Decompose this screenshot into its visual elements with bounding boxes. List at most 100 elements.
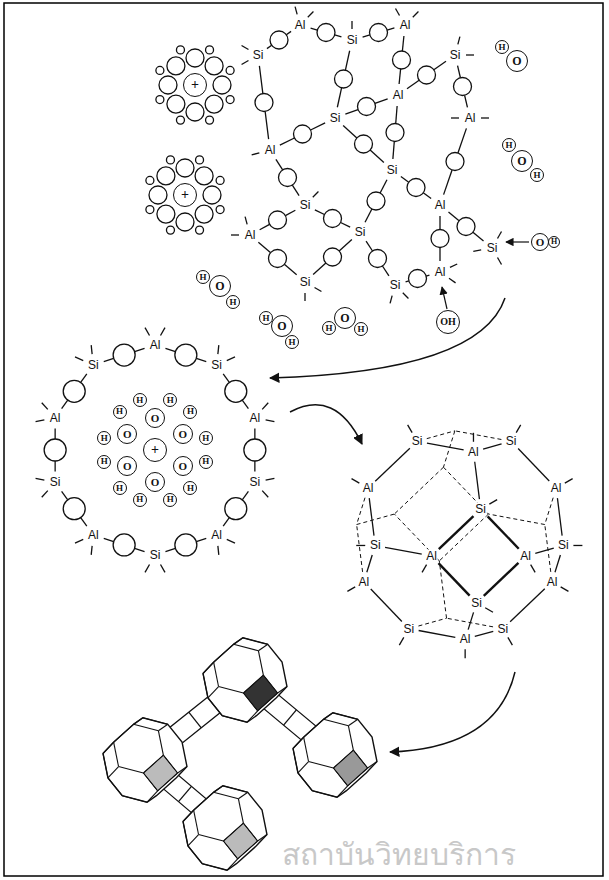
cage-edge (238, 799, 243, 823)
cage-edge (178, 767, 187, 774)
bridging-oxygen (407, 179, 425, 197)
atom-symbol: H (101, 434, 108, 443)
hidden-edge (427, 431, 455, 439)
bond-line (434, 61, 446, 70)
atom-circle: OH (436, 310, 460, 334)
atom-circle: O (209, 275, 231, 297)
atom-label: Al (392, 89, 405, 102)
atom-symbol: H (136, 495, 143, 504)
bond-stub (161, 328, 166, 336)
water-shell (205, 95, 223, 113)
atom-circle: H (495, 40, 509, 54)
cage-edge (114, 724, 134, 742)
bond-line (458, 66, 461, 78)
atom-symbol: H (325, 324, 332, 333)
atom-label: Al (434, 199, 447, 212)
step-arrow (290, 405, 362, 444)
bridging-oxygen (369, 250, 387, 268)
atom-symbol: H (116, 407, 123, 416)
cage-edge (214, 644, 234, 662)
atom-circle: + (143, 438, 167, 462)
cage-edge (183, 810, 194, 821)
atom-circle: H (199, 455, 213, 469)
atom-symbol: H (187, 407, 194, 416)
cage-edge (348, 726, 353, 750)
water-shell (167, 95, 185, 113)
atom-label: Al (49, 411, 62, 424)
water-shell (196, 156, 204, 164)
bond-stub (266, 420, 275, 422)
bridging-oxygen (324, 248, 342, 266)
water-shell (206, 116, 214, 124)
cage-edge (158, 731, 163, 755)
bond-stub (422, 565, 427, 573)
atom-symbol: H (288, 338, 295, 347)
bond-stub (252, 153, 260, 155)
cage-edge (278, 687, 287, 694)
atom-symbol: O (151, 413, 160, 424)
atom-circle: O (334, 307, 356, 329)
bond-line (104, 358, 114, 361)
water-shell (176, 159, 194, 177)
cage-edge (147, 791, 158, 802)
atom-label: Si (486, 242, 499, 255)
atom-symbol: O (123, 461, 132, 472)
step-arrow (390, 672, 515, 752)
bond-stub (91, 546, 93, 555)
cage-edge (163, 755, 177, 773)
atom-circle: H (322, 321, 336, 335)
sodalite-cage (203, 638, 287, 722)
water-shell (195, 205, 213, 223)
cage-edge (234, 638, 243, 645)
atom-symbol: O (277, 320, 286, 332)
cage-edge (312, 791, 337, 798)
atom-circle: H (133, 493, 147, 507)
cage-edge (208, 698, 222, 716)
cage-edge (510, 589, 545, 622)
bond-stub (217, 345, 219, 354)
bond-line (242, 491, 248, 499)
atom-circle: O (145, 408, 165, 428)
bond-stub (242, 46, 249, 50)
bridging-oxygen (63, 498, 85, 520)
water-shell (196, 226, 204, 234)
atom-symbol: H (101, 457, 108, 466)
atom-label: Al (87, 528, 100, 541)
bond-stub (75, 357, 83, 361)
bridging-oxygen (279, 169, 297, 187)
atom-symbol: O (178, 429, 187, 440)
atom-symbol: + (191, 78, 199, 92)
bond-stub (313, 192, 319, 198)
cage-edge (475, 631, 493, 636)
bridging-oxygen (269, 250, 287, 268)
bond-line (311, 28, 318, 30)
cage-edge (368, 762, 377, 769)
bond-stub (262, 403, 268, 410)
prism-edge (189, 712, 201, 728)
bond-stub (516, 425, 521, 433)
bridging-oxygen (269, 211, 287, 229)
atom-symbol: H (551, 238, 557, 246)
atom-label: Al (399, 19, 412, 32)
cage-edge (194, 792, 214, 810)
atom-label: Si (474, 503, 487, 516)
cage-edge (293, 737, 304, 748)
bond-stub (458, 37, 460, 45)
bond-line (439, 216, 440, 230)
bond-stub (227, 357, 235, 361)
cage-edge (134, 718, 143, 725)
cage-edge (183, 821, 188, 845)
shaded-face (333, 750, 367, 786)
atom-circle: H (354, 322, 368, 336)
hidden-edge (447, 618, 494, 627)
atom-symbol: H (498, 43, 505, 52)
cage-edge (243, 693, 257, 711)
atom-label: Al (467, 445, 480, 458)
cage-edge (375, 448, 410, 481)
atom-symbol: O (517, 155, 526, 167)
atom-label: Al (519, 549, 532, 562)
bond-line (223, 374, 229, 382)
cage-edge (223, 823, 243, 841)
bond-stub (36, 478, 45, 480)
bridging-oxygen (358, 98, 376, 116)
